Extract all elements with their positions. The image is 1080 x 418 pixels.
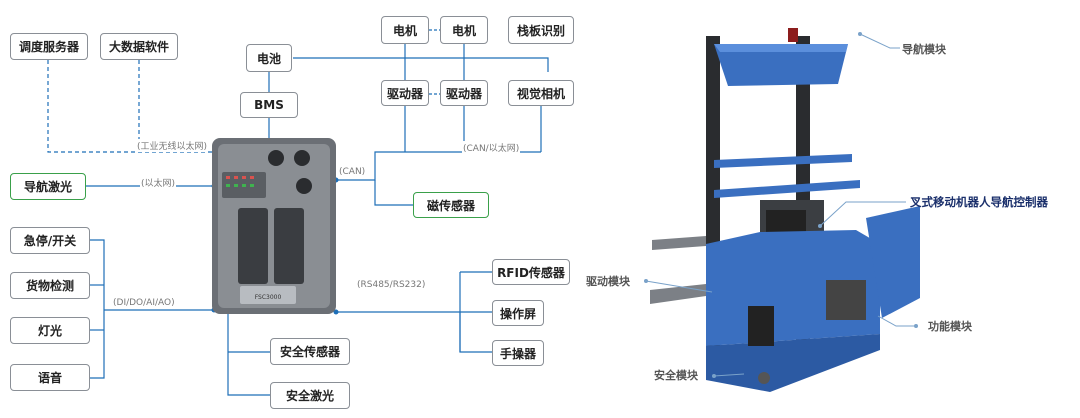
box-estop: 急停/开关 <box>10 227 90 254</box>
svg-text:FSC3000: FSC3000 <box>255 294 282 301</box>
forklift-robot <box>650 28 920 392</box>
box-driver-1: 驱动器 <box>381 80 429 106</box>
label-industrial-wireless: (工业无线以太网) <box>136 139 209 152</box>
controller-device: FSC3000 <box>212 138 336 314</box>
box-vision-camera: 视觉相机 <box>508 80 574 106</box>
box-driver-2: 驱动器 <box>440 80 488 106</box>
box-cargo-detect: 货物检测 <box>10 272 90 299</box>
box-bigdata-software: 大数据软件 <box>100 33 178 60</box>
callout-function-module: 功能模块 <box>928 320 972 333</box>
box-magnetic-sensor: 磁传感器 <box>413 192 489 218</box>
box-motor-2: 电机 <box>440 16 488 44</box>
callout-controller: 叉式移动机器人导航控制器 <box>910 195 1048 209</box>
label-can-ethernet: (CAN/以太网) <box>462 141 521 154</box>
box-light: 灯光 <box>10 317 90 344</box>
box-safety-sensor: 安全传感器 <box>270 338 350 365</box>
box-pallet-recognition: 栈板识别 <box>508 16 574 44</box>
box-safety-laser: 安全激光 <box>270 382 350 409</box>
box-battery: 电池 <box>246 44 292 72</box>
box-hand-controller: 手操器 <box>492 340 544 366</box>
box-voice: 语音 <box>10 364 90 391</box>
box-motor-1: 电机 <box>381 16 429 44</box>
box-nav-laser: 导航激光 <box>10 173 86 200</box>
label-ethernet: (以太网) <box>140 176 177 189</box>
box-rfid-sensor: RFID传感器 <box>492 259 570 285</box>
label-can: (CAN) <box>338 167 367 177</box>
box-bms: BMS <box>240 92 298 118</box>
callout-nav-module: 导航模块 <box>902 43 946 56</box>
callout-drive-module: 驱动模块 <box>586 275 630 288</box>
callout-safety-module: 安全模块 <box>654 369 698 382</box>
label-serial: (RS485/RS232) <box>356 280 427 290</box>
box-operation-screen: 操作屏 <box>492 300 544 326</box>
label-io: (DI/DO/AI/AO) <box>112 298 176 308</box>
box-dispatch-server: 调度服务器 <box>10 33 88 60</box>
